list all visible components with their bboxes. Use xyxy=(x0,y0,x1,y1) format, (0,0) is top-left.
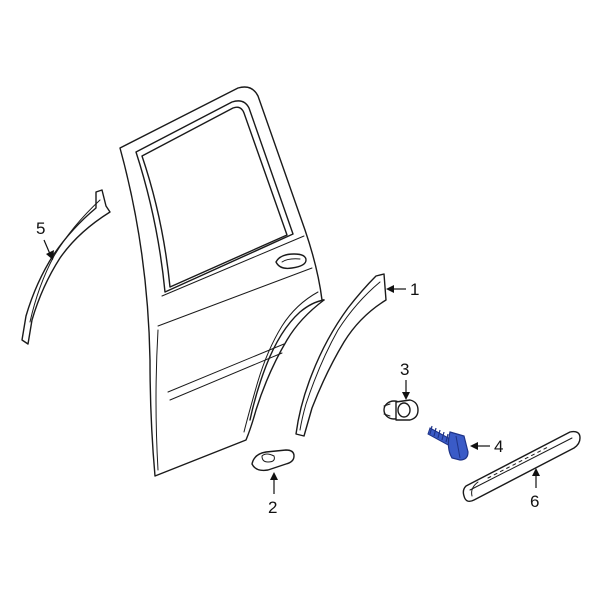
callout-4-label: 4 xyxy=(494,437,503,456)
callout-2: 2 xyxy=(268,472,278,517)
callout-4: 4 xyxy=(470,437,503,456)
callout-5: 5 xyxy=(36,219,54,260)
part-5-molding xyxy=(21,189,111,345)
callout-6-label: 6 xyxy=(530,492,539,511)
callout-3: 3 xyxy=(400,360,410,400)
callout-1-label: 1 xyxy=(410,280,419,299)
callout-1: 1 xyxy=(386,280,419,299)
part-1-molding xyxy=(295,273,387,437)
callout-2-label: 2 xyxy=(268,498,277,517)
rear-door xyxy=(119,86,325,477)
part-3-grommet xyxy=(383,399,419,421)
part-2-clip xyxy=(251,449,295,472)
part-6-molding xyxy=(462,430,581,503)
callout-6: 6 xyxy=(530,468,540,511)
callout-5-label: 5 xyxy=(36,219,45,238)
callout-3-label: 3 xyxy=(400,360,409,379)
part-4-screw xyxy=(427,425,469,461)
door-handle xyxy=(275,253,307,270)
